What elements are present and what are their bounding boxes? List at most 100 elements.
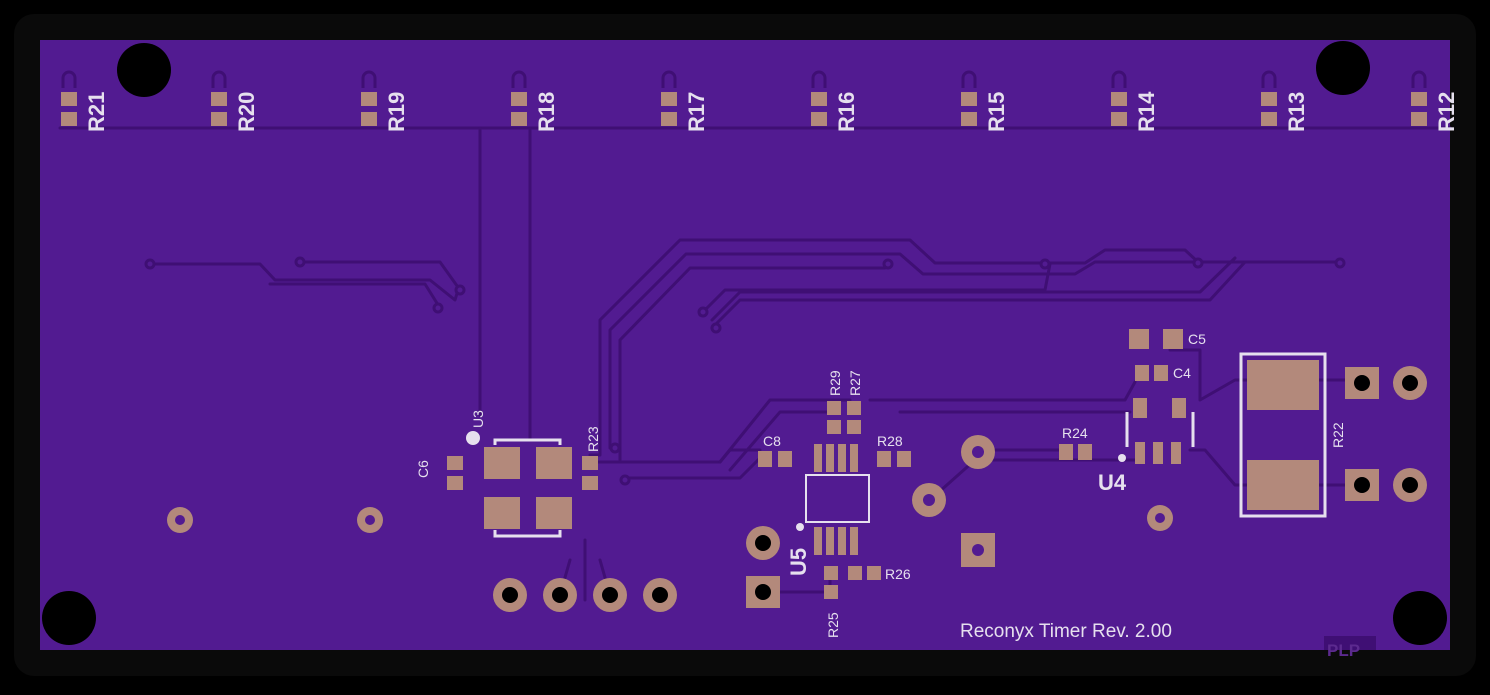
silkscreen-labels: U3 C6 R23 C8 R29 R27 R28 U5 R26 R25 R24 … bbox=[415, 331, 1346, 642]
trace-loop bbox=[1111, 70, 1127, 88]
label-c4: C4 bbox=[1173, 365, 1191, 381]
resistor-r18: R18 bbox=[511, 70, 559, 132]
resistor-label: R21 bbox=[84, 92, 109, 132]
resistor-label: R12 bbox=[1434, 92, 1459, 132]
resistor-r17: R17 bbox=[661, 70, 709, 132]
u3-pad bbox=[484, 447, 520, 479]
resistor-label: R14 bbox=[1134, 91, 1159, 132]
u5-package bbox=[758, 401, 911, 599]
resistor-r20: R20 bbox=[211, 70, 259, 132]
resistor-pad bbox=[1111, 112, 1127, 126]
copper-traces bbox=[58, 126, 1452, 602]
resistor-r15: R15 bbox=[961, 70, 1009, 132]
resistor-label: R15 bbox=[984, 92, 1009, 132]
label-r25: R25 bbox=[825, 612, 841, 638]
trace-loop bbox=[211, 70, 227, 88]
label-r22: R22 bbox=[1330, 422, 1346, 448]
mounting-hole bbox=[117, 43, 171, 97]
resistor-pad bbox=[211, 92, 227, 106]
resistor-label: R16 bbox=[834, 92, 859, 132]
trace-loop bbox=[511, 70, 527, 88]
resistor-pad bbox=[511, 112, 527, 126]
through-hole-pads bbox=[167, 366, 1427, 612]
via bbox=[697, 306, 709, 318]
resistor-pad bbox=[211, 112, 227, 126]
label-c8: C8 bbox=[763, 433, 781, 449]
resistor-pad bbox=[1411, 112, 1427, 126]
pcb-board bbox=[40, 40, 1450, 650]
vias bbox=[144, 256, 1346, 486]
resistor-pad bbox=[1261, 112, 1277, 126]
board-title: Reconyx Timer Rev. 2.00 bbox=[960, 621, 1172, 642]
label-r26: R26 bbox=[885, 566, 911, 582]
resistor-pad bbox=[1261, 92, 1277, 106]
trace-loop bbox=[961, 70, 977, 88]
via bbox=[710, 322, 722, 334]
resistor-pad bbox=[661, 112, 677, 126]
label-u4: U4 bbox=[1098, 470, 1127, 495]
resistor-pad bbox=[61, 112, 77, 126]
resistor-r16: R16 bbox=[811, 70, 859, 132]
trace-loop bbox=[1411, 70, 1427, 88]
trace-loop bbox=[1261, 70, 1277, 88]
resistor-r12: R12 bbox=[1411, 70, 1459, 132]
trace-loop bbox=[811, 70, 827, 88]
label-c6: C6 bbox=[415, 460, 431, 478]
via bbox=[144, 258, 156, 270]
resistor-pad bbox=[961, 92, 977, 106]
via bbox=[882, 258, 894, 270]
label-u3: U3 bbox=[470, 410, 486, 428]
resistor-pad bbox=[1111, 92, 1127, 106]
resistor-pad bbox=[361, 112, 377, 126]
c6-pad bbox=[447, 476, 463, 490]
r22-package bbox=[1239, 352, 1327, 518]
resistor-row: R21 R20 R19 R18 R17 R16 R15 R14 R13 R12 bbox=[61, 70, 1459, 132]
via bbox=[1334, 257, 1346, 269]
resistor-pad bbox=[61, 92, 77, 106]
u3-package bbox=[466, 431, 572, 538]
mounting-hole bbox=[1316, 41, 1370, 95]
resistor-r13: R13 bbox=[1261, 70, 1309, 132]
resistor-label: R17 bbox=[684, 92, 709, 132]
c6-pad bbox=[447, 456, 463, 470]
label-r23: R23 bbox=[585, 426, 601, 452]
pin1-dot bbox=[466, 431, 480, 445]
via bbox=[454, 284, 466, 296]
resistor-label: R20 bbox=[234, 92, 259, 132]
resistor-label: R19 bbox=[384, 92, 409, 132]
resistor-pad bbox=[361, 92, 377, 106]
via bbox=[619, 474, 631, 486]
u3-pad bbox=[536, 447, 572, 479]
label-c5: C5 bbox=[1188, 331, 1206, 347]
resistor-pad bbox=[511, 92, 527, 106]
via bbox=[1039, 258, 1051, 270]
corner-text: PLP bbox=[1327, 641, 1360, 660]
corner-marking bbox=[1324, 636, 1376, 650]
mounting-hole bbox=[42, 591, 96, 645]
trace-loop bbox=[61, 70, 77, 88]
u3-pad bbox=[484, 497, 520, 529]
resistor-pad bbox=[1411, 92, 1427, 106]
via bbox=[1192, 257, 1204, 269]
via bbox=[432, 302, 444, 314]
r23-pad bbox=[582, 456, 598, 470]
resistor-r14: R14 bbox=[1111, 70, 1159, 132]
label-r24: R24 bbox=[1062, 425, 1088, 441]
label-r27: R27 bbox=[847, 370, 863, 396]
resistor-label: R13 bbox=[1284, 92, 1309, 132]
trace-loop bbox=[361, 70, 377, 88]
resistor-pad bbox=[811, 92, 827, 106]
mounting-holes bbox=[42, 41, 1447, 645]
via bbox=[294, 256, 306, 268]
resistor-pad bbox=[961, 112, 977, 126]
mounting-hole bbox=[1393, 591, 1447, 645]
resistor-r21: R21 bbox=[61, 70, 109, 132]
u4-package bbox=[1059, 329, 1195, 464]
resistor-r19: R19 bbox=[361, 70, 409, 132]
trace-loop bbox=[661, 70, 677, 88]
label-r28: R28 bbox=[877, 433, 903, 449]
resistor-pad bbox=[661, 92, 677, 106]
resistor-label: R18 bbox=[534, 92, 559, 132]
